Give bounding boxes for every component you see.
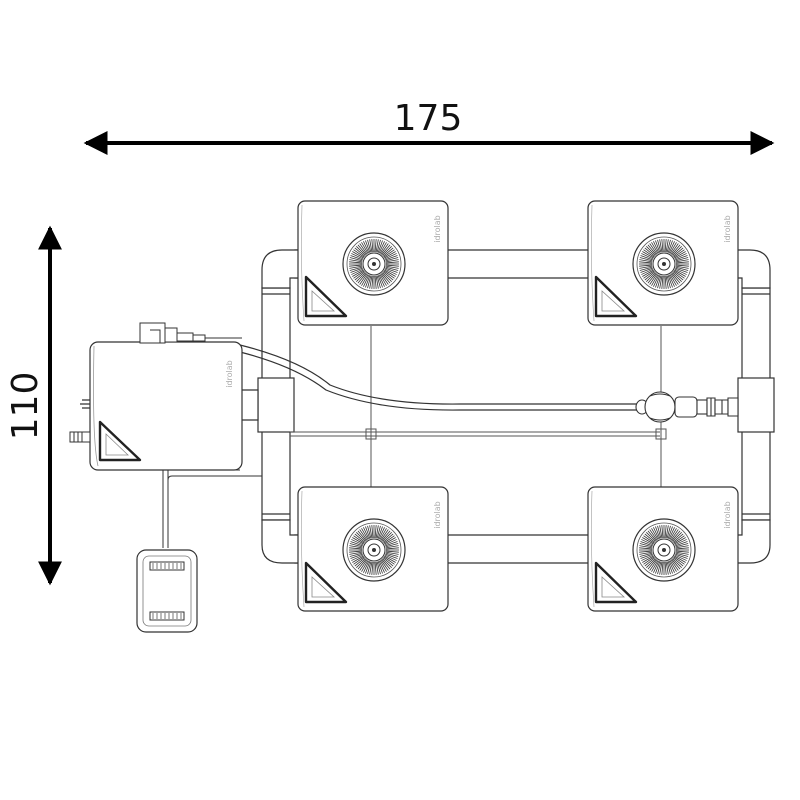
reservoir-brand-label: idrolab [225,360,234,388]
net-cup [632,518,696,582]
net-cup [632,232,696,296]
net-cup [342,232,406,296]
height-dimension: 110 [5,225,62,586]
pump-fitting [635,391,739,423]
level-indicator [594,561,638,604]
level-indicator [304,561,348,604]
height-dimension-label: 110 [5,372,46,441]
reservoir-tank: idrolab [69,322,243,471]
feed-hose [239,344,640,411]
pot-brand-label: idrolab [433,501,442,529]
pot-bottom-left: idrolab [297,486,449,612]
width-dimension: 175 [83,98,775,155]
pot-top-right: idrolab [587,200,739,326]
pot-brand-label: idrolab [433,215,442,243]
pot-brand-label: idrolab [723,215,732,243]
level-indicator [304,275,348,318]
net-cup [342,518,406,582]
pots-layer: idrolab idrolab idrolab idrolab [297,200,739,612]
pot-bottom-right: idrolab [587,486,739,612]
air-pump [136,469,262,633]
pot-brand-label: idrolab [723,501,732,529]
width-dimension-label: 175 [394,98,463,139]
support-lines [290,326,667,490]
pot-top-left: idrolab [297,200,449,326]
level-indicator [594,275,638,318]
